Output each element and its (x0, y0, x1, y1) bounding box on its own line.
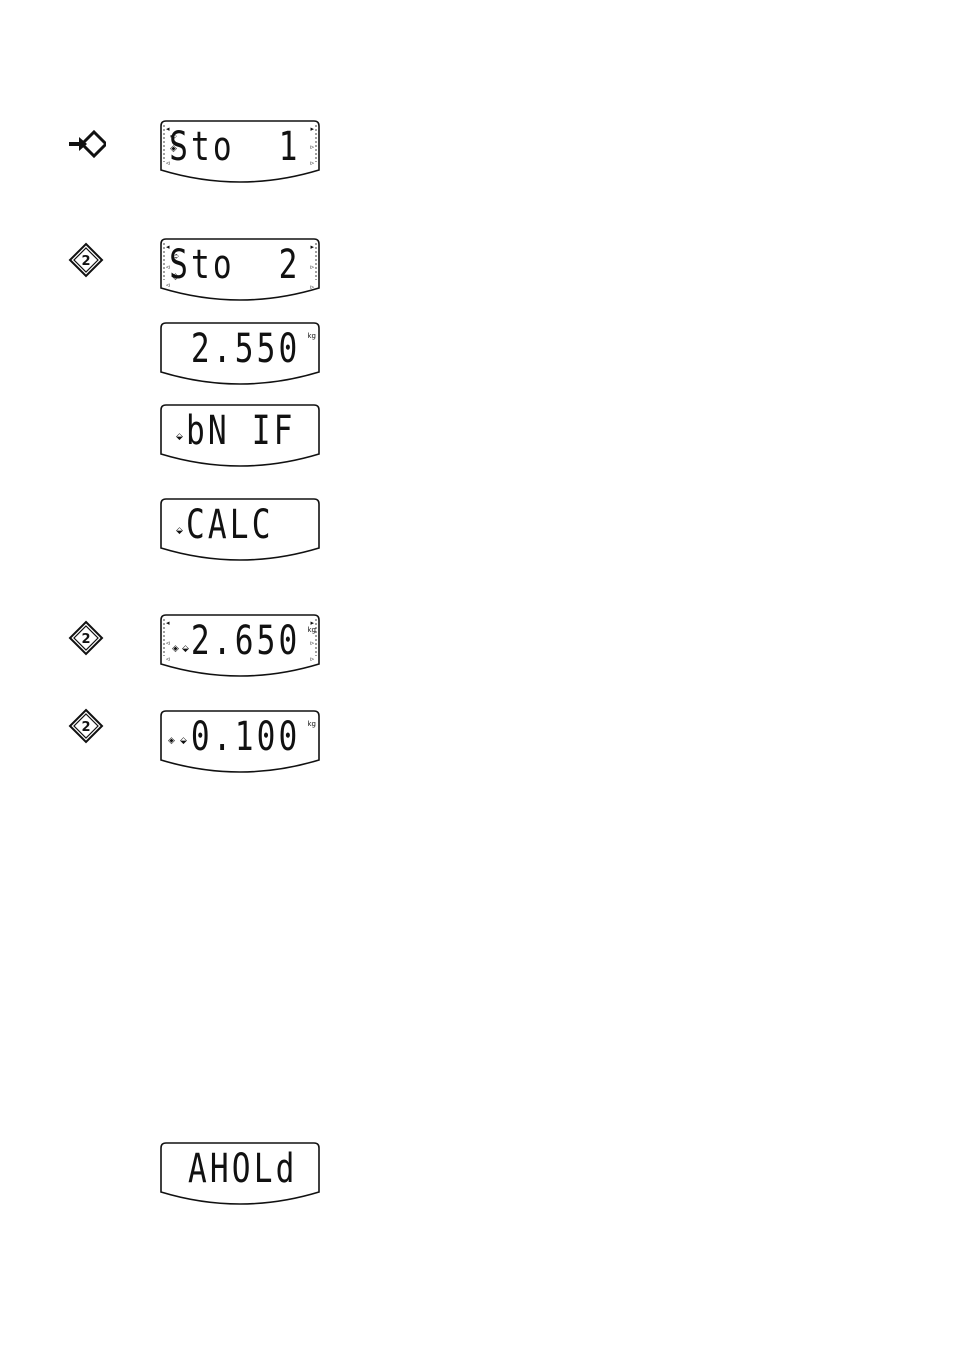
unit-label: kg (308, 626, 317, 634)
indicator-triangle: ▸ (310, 126, 314, 133)
diamond-2-icon: 2 (66, 706, 106, 746)
indicator-triangle: ▸ (310, 244, 314, 251)
indicator-triangle: ▹ (310, 144, 314, 151)
arrow-into-diamond-icon (66, 124, 106, 164)
weight-symbol-icon: ⬙ (182, 644, 189, 654)
indicator-triangle: ▹ (310, 284, 314, 291)
unit-label: kg (308, 332, 317, 340)
display-sto-1: ◂ ◃ ▸ ▹ ▹ ➪ ◈ Sto 1 (160, 120, 320, 186)
display-readout: Sto 1 (169, 124, 300, 170)
display-sto-2: ◂ ◃ ◃ ▸ ▹ ▹ ➪ ◈ Sto 2 (160, 238, 320, 304)
weight-symbol-icon: ⬙ (176, 432, 183, 442)
weight-symbol-icon: ⬙ (176, 526, 183, 536)
key-2-label: 2 (81, 720, 90, 735)
diamond-2-icon: 2 (66, 240, 106, 280)
display-readout: 0.100 (190, 714, 300, 760)
display-readout: 2.650 (190, 618, 300, 664)
display-bnif: ⬙ bN IF (160, 404, 320, 470)
indicator-triangle: ▹ (310, 656, 314, 663)
display-readout: Sto 2 (169, 242, 300, 288)
key-symbol-icon: ◈ (168, 736, 175, 746)
indicator-triangle: ▹ (310, 640, 314, 647)
weight-symbol-icon: ⬙ (180, 736, 187, 746)
indicator-triangle: ◃ (166, 640, 170, 647)
indicator-triangle: ◂ (166, 620, 170, 627)
display-2650: ◂ ◃ ◃ ▸ ▹ ▹ ◈ ⬙ 2.650 kg (160, 614, 320, 680)
key-2-label: 2 (81, 254, 90, 269)
key-symbol-icon: ◈ (172, 644, 179, 654)
display-calc: ⬙ CALC (160, 498, 320, 564)
diamond-2-icon: 2 (66, 618, 106, 658)
display-0100: ◈ ⬙ 0.100 kg (160, 710, 320, 776)
key-2-label: 2 (81, 632, 90, 647)
display-readout: AHOLd (188, 1146, 298, 1192)
indicator-triangle: ▹ (310, 160, 314, 167)
display-ahold: AHOLd (160, 1142, 320, 1208)
indicator-triangle: ▹ (310, 264, 314, 271)
display-readout: bN IF (186, 408, 296, 454)
unit-label: kg (308, 720, 317, 728)
display-readout: CALC (186, 502, 274, 548)
display-2550: 2.550 kg (160, 322, 320, 388)
display-readout: 2.550 (190, 326, 300, 372)
indicator-triangle: ◃ (166, 656, 170, 663)
